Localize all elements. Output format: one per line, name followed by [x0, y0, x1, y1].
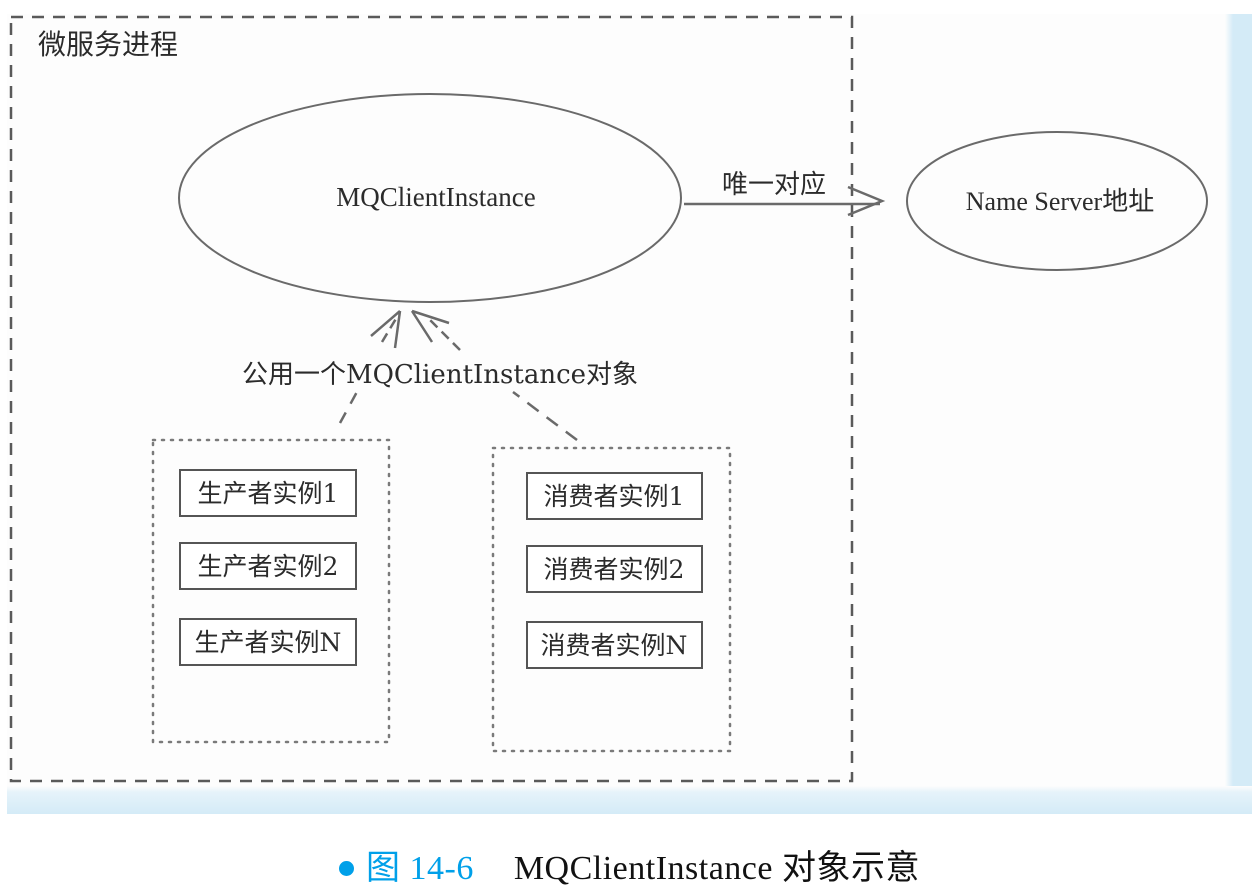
consumer-arrowhead-top: [411, 309, 450, 325]
producer-arrowhead-right: [393, 310, 402, 349]
caption-bullet-icon: [339, 860, 354, 876]
producer-dependency-edge: [338, 310, 402, 424]
producer-instance-label: 生产者实例2: [198, 552, 339, 581]
client-instance-label: MQClientInstance: [336, 182, 535, 212]
name-server-label: Name Server地址: [966, 187, 1154, 216]
producer-arrowhead-left: [370, 310, 401, 337]
client-instance-node: [178, 93, 682, 303]
consumer-instance-2: 消费者实例2: [526, 545, 703, 593]
consumer-instance-label: 消费者实例1: [544, 482, 685, 511]
figure-number: 图 14-6: [366, 850, 474, 887]
name-server-node: [906, 131, 1208, 271]
producer-instance-label: 生产者实例1: [198, 479, 339, 508]
consumer-instance-n: 消费者实例N: [526, 621, 703, 669]
consumer-dependency-edge: [410, 309, 578, 441]
consumer-instance-label: 消费者实例2: [544, 555, 685, 584]
producer-instance-label: 生产者实例N: [195, 628, 342, 657]
figure-frame-bottom-band: [7, 786, 1252, 814]
consumer-instance-label: 消费者实例N: [541, 631, 688, 660]
figure-caption: 图 14-6 MQClientInstance 对象示意: [0, 840, 1259, 889]
consumer-arrowhead-bottom: [410, 310, 434, 343]
producer-instance-2: 生产者实例2: [179, 542, 357, 590]
unique-mapping-arrowhead: [847, 185, 886, 217]
producer-instance-1: 生产者实例1: [179, 469, 357, 517]
producer-group: [151, 438, 391, 744]
process-container: [9, 15, 854, 783]
producer-instance-n: 生产者实例N: [179, 618, 357, 666]
consumer-group: [491, 446, 732, 753]
unique-mapping-label: 唯一对应: [722, 170, 826, 200]
consumer-instance-1: 消费者实例1: [526, 472, 703, 520]
process-container-label: 微服务进程: [38, 28, 178, 61]
figure-frame: [7, 14, 1252, 812]
figure-title: MQClientInstance 对象示意: [513, 850, 920, 887]
shared-instance-label: 公用一个MQClientInstance对象: [242, 360, 638, 390]
